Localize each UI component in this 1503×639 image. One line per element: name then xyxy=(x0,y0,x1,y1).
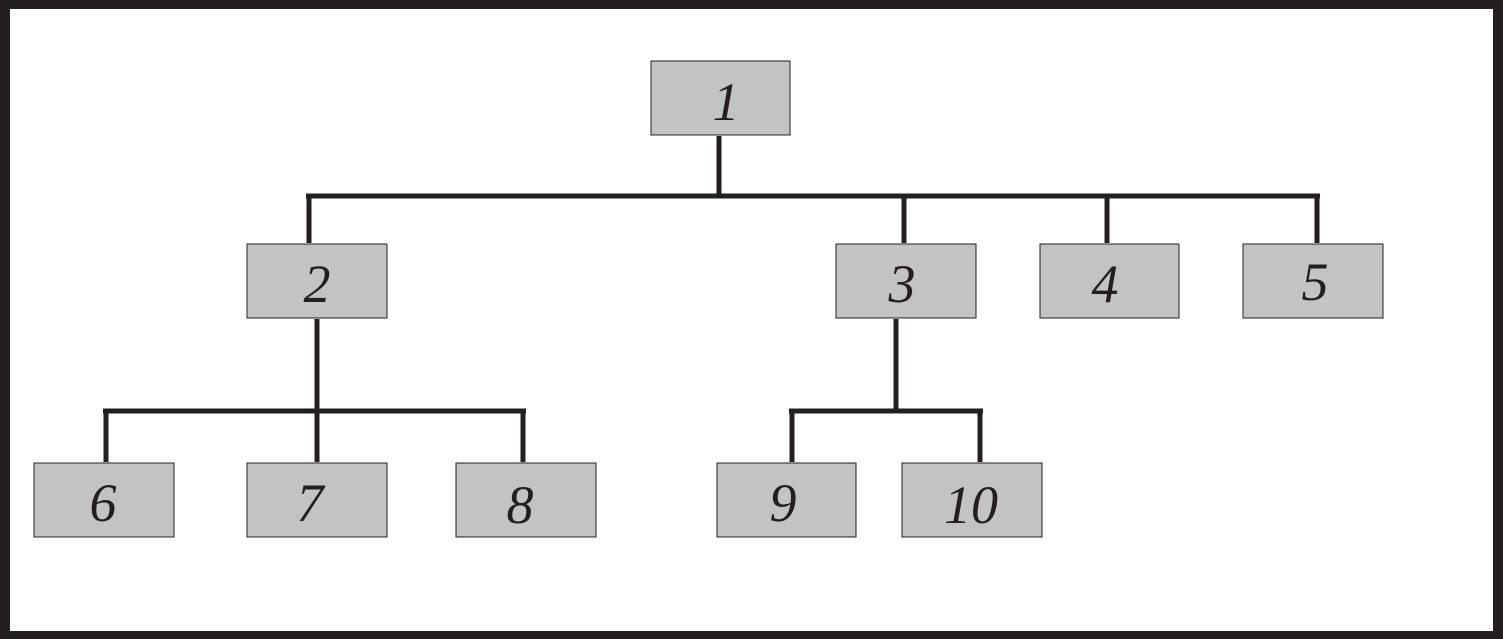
node-2: 2 xyxy=(246,243,388,319)
node-label-6: 6 xyxy=(90,473,117,533)
node-label-2: 2 xyxy=(304,254,331,314)
node-4: 4 xyxy=(1039,243,1180,319)
connectors-node-2 xyxy=(103,319,526,462)
node-label-10: 10 xyxy=(944,475,998,535)
node-3: 3 xyxy=(835,243,977,319)
connectors-node-1 xyxy=(306,136,1320,243)
node-7: 7 xyxy=(246,462,388,538)
connectors-node-3 xyxy=(789,319,983,462)
node-8: 8 xyxy=(455,462,597,538)
node-label-5: 5 xyxy=(1302,252,1329,312)
node-label-9: 9 xyxy=(770,473,797,533)
node-1: 1 xyxy=(650,60,791,136)
node-label-1: 1 xyxy=(713,72,740,132)
node-6: 6 xyxy=(33,462,175,538)
node-9: 9 xyxy=(716,462,857,538)
node-label-8: 8 xyxy=(507,475,534,535)
node-label-7: 7 xyxy=(297,473,326,533)
node-10: 10 xyxy=(901,462,1043,538)
node-5: 5 xyxy=(1242,243,1384,319)
node-label-4: 4 xyxy=(1092,254,1119,314)
node-label-3: 3 xyxy=(888,254,916,314)
